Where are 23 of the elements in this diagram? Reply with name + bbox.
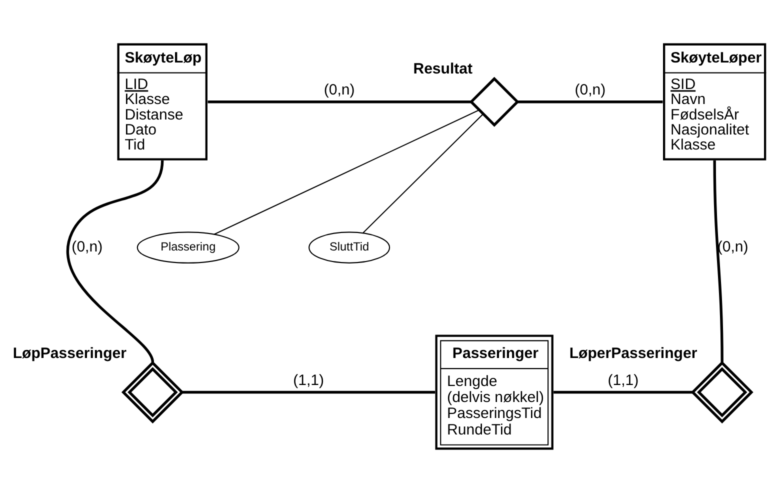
connector xyxy=(713,160,724,362)
connector xyxy=(214,110,480,235)
node-ellipse: Plassering xyxy=(136,232,240,264)
edge-label: (0,n) xyxy=(324,82,355,99)
edge-label: (0,n) xyxy=(574,82,606,99)
node-diamond xyxy=(690,360,754,424)
connector xyxy=(208,100,472,104)
connector xyxy=(362,114,484,234)
edge-label: (0,n) xyxy=(717,238,748,256)
node-box: Passeringer Lengde (delvis nøkkel) PasseringsTid RundeTid xyxy=(435,334,554,450)
node-diamond xyxy=(121,360,184,424)
connector xyxy=(182,390,436,394)
node-ellipse: SluttTid xyxy=(308,232,390,264)
edge-label: (0,n) xyxy=(72,238,103,256)
node-label: LøpPasseringer xyxy=(12,344,126,362)
connector xyxy=(66,160,164,363)
edge-label: (1,1) xyxy=(293,372,324,389)
connector xyxy=(554,390,693,394)
edge-label: (1,1) xyxy=(608,372,639,389)
node-diamond xyxy=(469,76,520,127)
node-label: LøperPasseringer xyxy=(569,344,698,362)
node-label: Resultat xyxy=(413,60,473,78)
connector xyxy=(517,100,663,104)
